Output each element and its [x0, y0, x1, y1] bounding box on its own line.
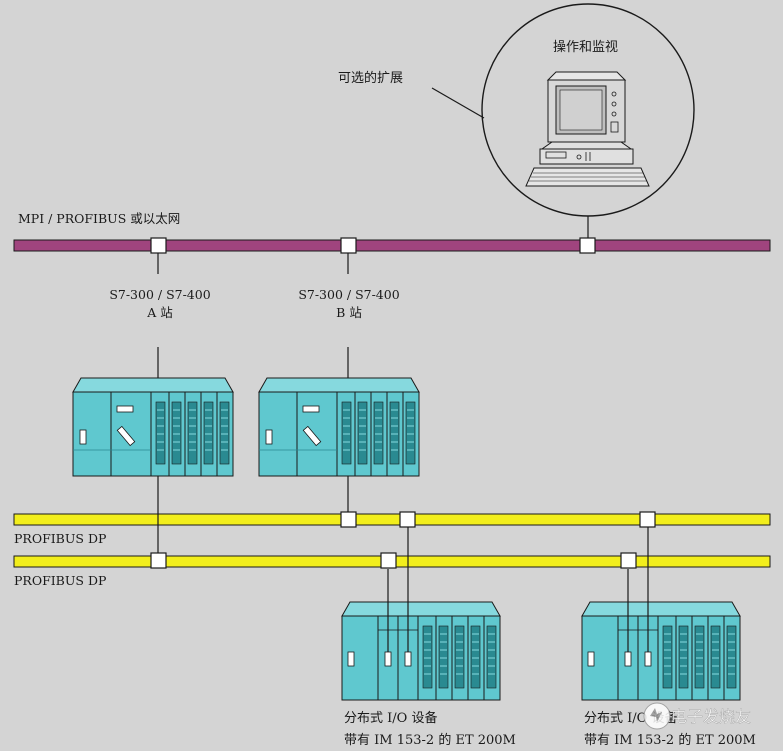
dp1-node-et200m-1	[399, 511, 416, 528]
im-connection-lines	[387, 602, 649, 652]
et200m-1-io-rack-icon	[341, 601, 501, 701]
station-b-type-label: S7-300 / S7-400	[298, 287, 399, 302]
bus-nodes	[150, 237, 656, 569]
dp2-node-station-a	[150, 552, 167, 569]
computer-monitor-icon	[525, 71, 650, 187]
station-a-plc-rack-icon	[72, 377, 234, 477]
dp2-node-et200m-2	[620, 552, 637, 569]
profibus-dp-bus-1	[13, 513, 771, 526]
station-a-type-label: S7-300 / S7-400	[109, 287, 210, 302]
optional-extension-label: 可选的扩展	[338, 70, 403, 86]
mpi-bus-label: MPI / PROFIBUS 或以太网	[18, 211, 180, 226]
station-a-name-label: A 站	[146, 305, 173, 320]
dp1-node-station-b	[340, 511, 357, 528]
optional-extension-pointer	[431, 87, 485, 119]
mpi-bus	[13, 239, 771, 252]
et200m-1-detail-label: 带有 IM 153-2 的 ET 200M	[344, 732, 516, 748]
mpi-node-station-b	[340, 237, 357, 254]
et200m-2-io-rack-icon	[581, 601, 741, 701]
hmi-title-label: 操作和监视	[553, 39, 618, 55]
et200m-1-title-label: 分布式 I/O 设备	[344, 710, 437, 726]
station-b-name-label: B 站	[336, 305, 362, 320]
mpi-node-hmi	[579, 237, 596, 254]
watermark-logo-icon: 电子发烧友	[643, 702, 751, 730]
mpi-node-station-a	[150, 237, 167, 254]
dp2-node-et200m-1	[380, 552, 397, 569]
dp1-node-et200m-2	[639, 511, 656, 528]
hmi-extension-group: 操作和监视 可选的扩展	[338, 3, 695, 238]
station-b-plc-rack-icon	[258, 377, 420, 477]
profibus-dp-1-label: PROFIBUS DP	[14, 531, 106, 546]
watermark-text: 电子发烧友	[671, 707, 751, 726]
et200m-2-detail-label: 带有 IM 153-2 的 ET 200M	[584, 732, 756, 748]
profibus-dp-2-label: PROFIBUS DP	[14, 573, 106, 588]
